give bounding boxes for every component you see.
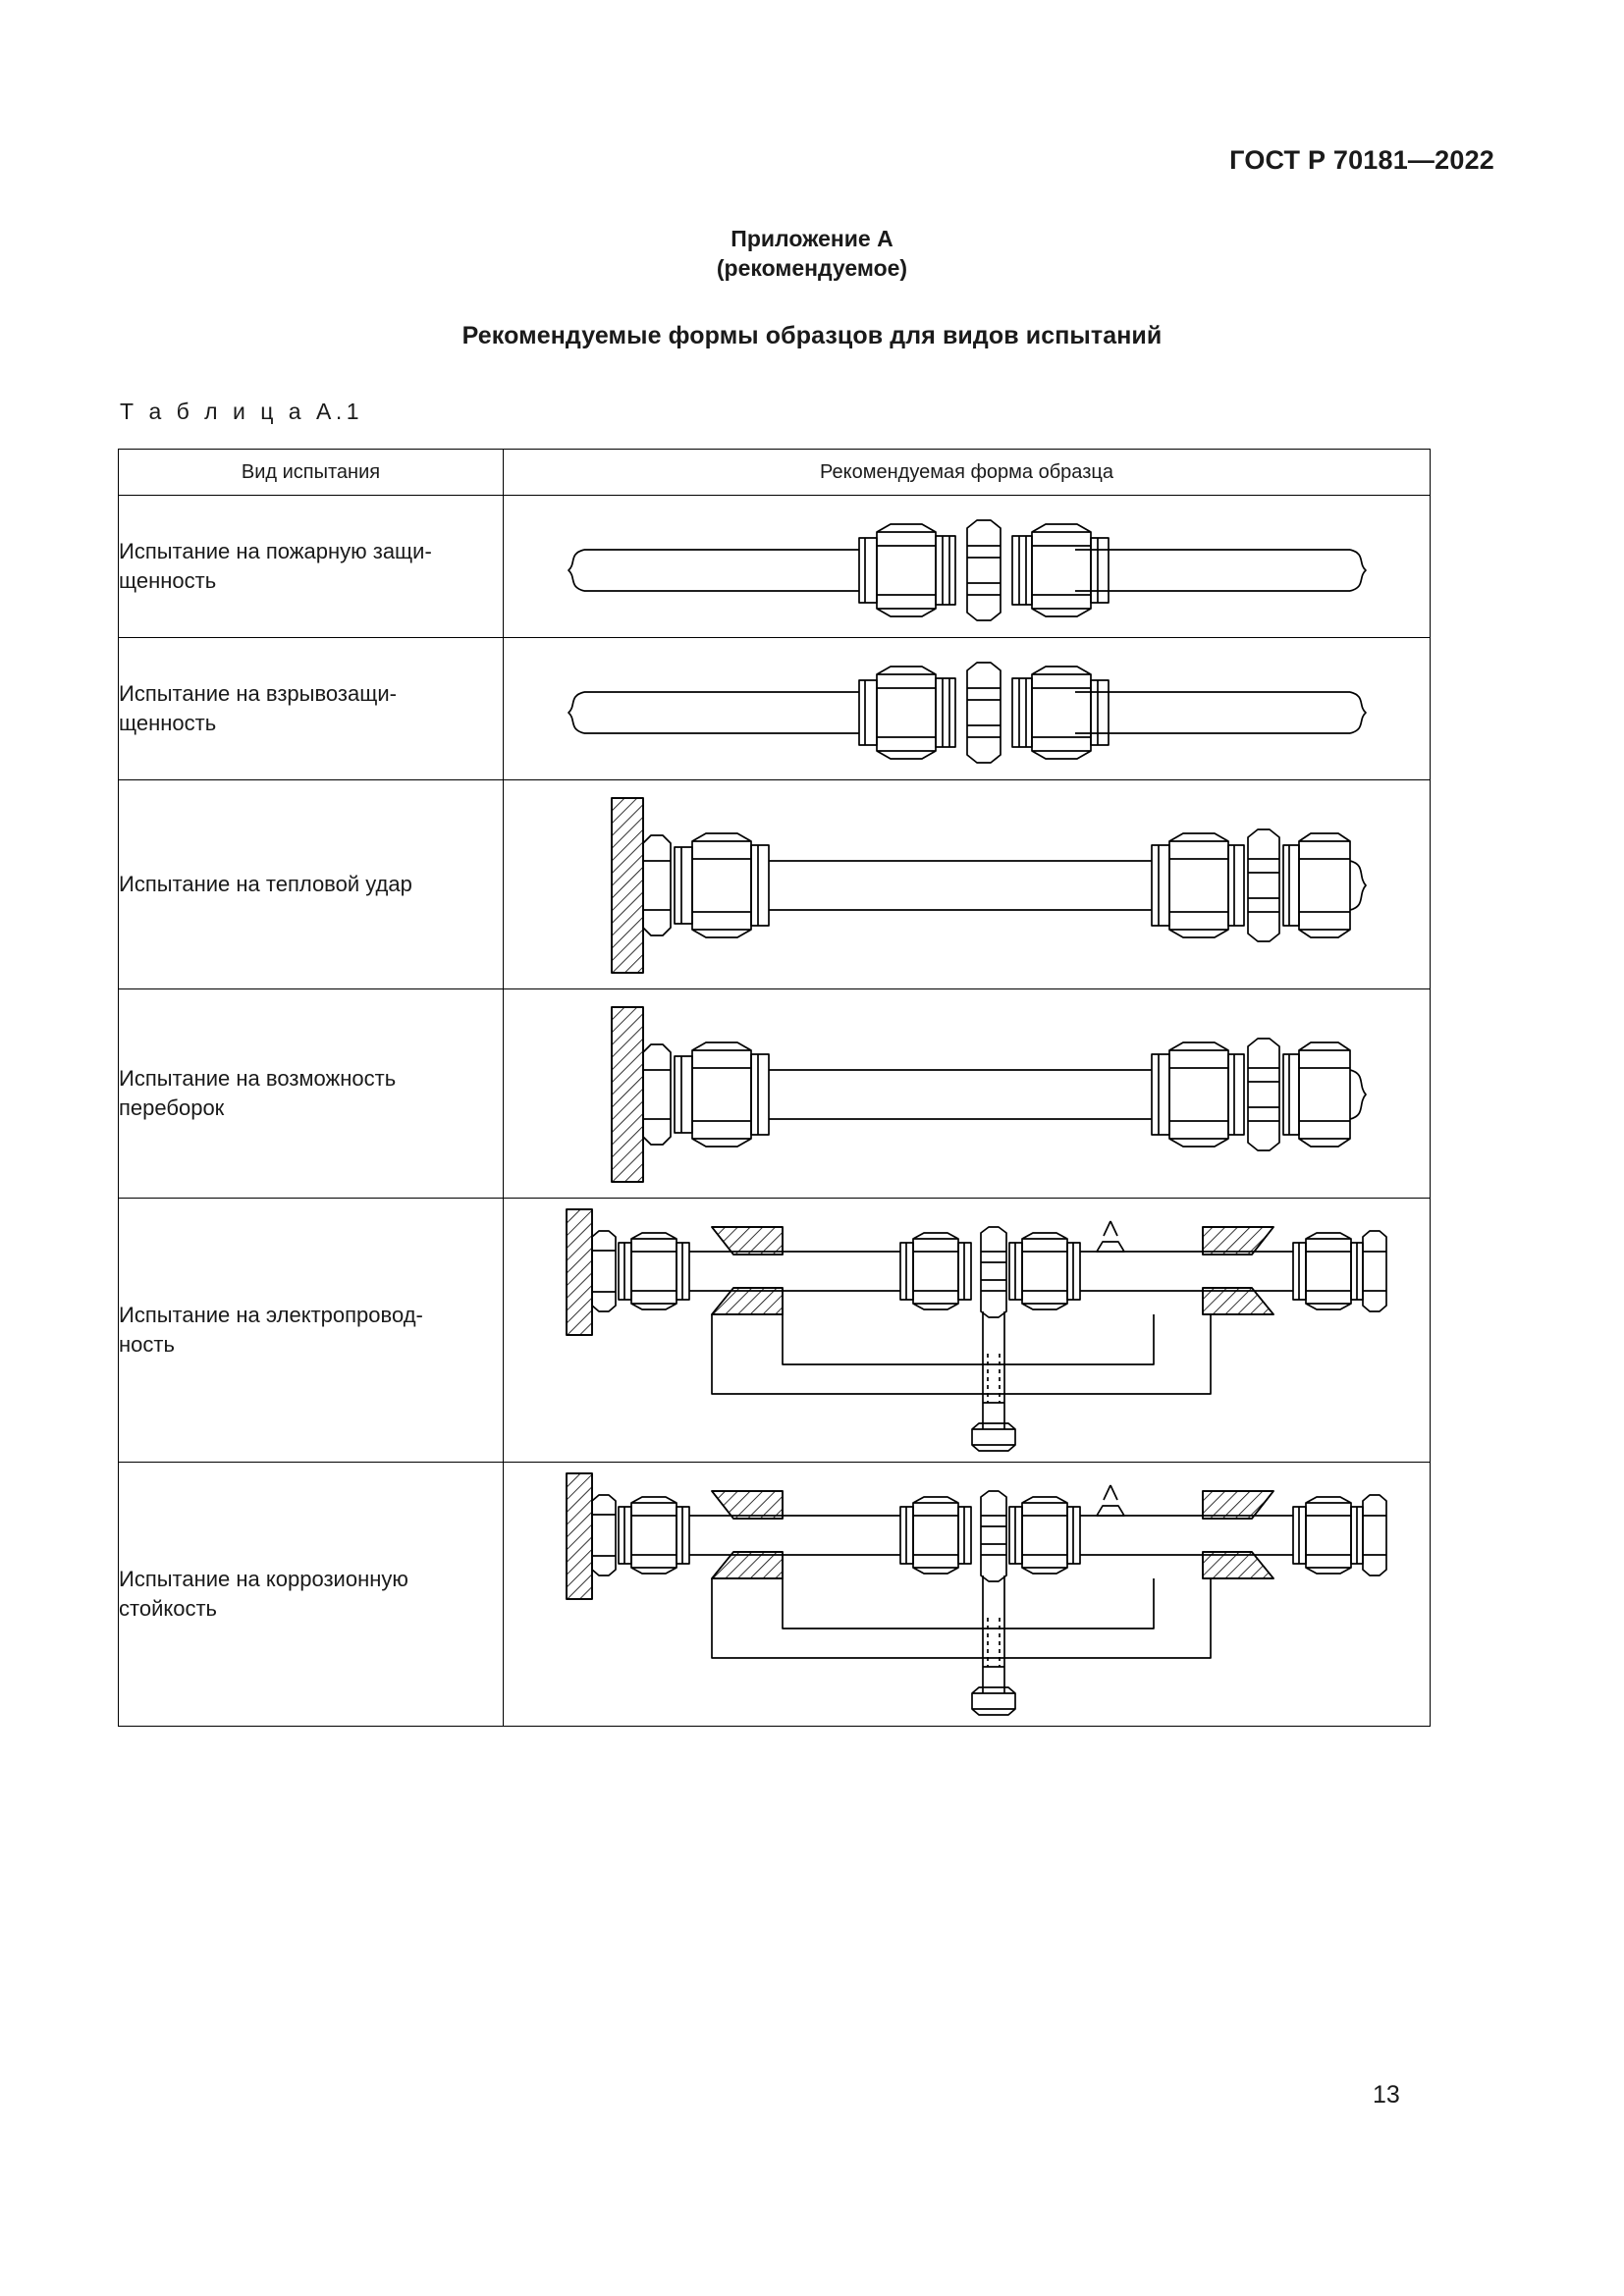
test-kind-cell: Испытание на возможность переборок	[118, 988, 504, 1199]
test-kind-line: щенность	[119, 568, 217, 593]
table-row: Испытание на возможность переборок	[118, 988, 1431, 1199]
clamped-assembly-ground-bolt-diagram	[565, 1472, 1387, 1716]
inline-coupling-diagram	[567, 519, 1367, 621]
table-header-row: Вид испытания Рекомендуемая форма образц…	[118, 449, 1431, 496]
sample-form-cell	[503, 495, 1431, 638]
sample-form-cell	[503, 779, 1431, 989]
test-kind-line: Испытание на пожарную защи-	[119, 539, 432, 563]
running-head: ГОСТ Р 70181—2022	[1229, 145, 1494, 175]
test-kind-line: Испытание на коррозионную	[119, 1567, 408, 1591]
sample-form-cell	[503, 637, 1431, 780]
test-form-table: Вид испытания Рекомендуемая форма образц…	[118, 449, 1431, 1727]
annex-subtitle: (рекомендуемое)	[716, 255, 908, 281]
table-caption: Т а б л и ц а А.1	[120, 399, 364, 424]
page-number: 13	[1373, 2081, 1400, 2109]
clamped-assembly-ground-bolt-diagram	[565, 1208, 1387, 1452]
table-row: Испытание на тепловой удар	[118, 779, 1431, 989]
test-kind-cell: Испытание на тепловой удар	[118, 779, 504, 989]
sample-form-cell	[503, 1198, 1431, 1463]
test-kind-line: Испытание на возможность	[119, 1066, 397, 1091]
sample-form-cell	[503, 988, 1431, 1199]
test-kind-line: Испытание на тепловой удар	[119, 872, 412, 896]
table-row: Испытание на взрывозащи- щенность	[118, 637, 1431, 780]
test-kind-line: ность	[119, 1332, 175, 1357]
test-kind-line: переборок	[119, 1095, 225, 1120]
inline-coupling-diagram	[567, 662, 1367, 764]
column-header-form: Рекомендуемая форма образца	[503, 449, 1431, 496]
test-kind-line: Испытание на взрывозащи-	[119, 681, 397, 706]
test-kind-cell: Испытание на коррозионную стойкость	[118, 1462, 504, 1727]
column-header-kind: Вид испытания	[118, 449, 504, 496]
bulkhead-tube-assembly-diagram	[610, 796, 1367, 974]
table-row: Испытание на коррозионную стойкость	[118, 1462, 1431, 1727]
sample-form-cell	[503, 1462, 1431, 1727]
test-kind-cell: Испытание на электропровод- ность	[118, 1198, 504, 1463]
test-kind-cell: Испытание на взрывозащи- щенность	[118, 637, 504, 780]
test-kind-cell: Испытание на пожарную защи- щенность	[118, 495, 504, 638]
test-kind-line: щенность	[119, 711, 217, 735]
section-title: Рекомендуемые формы образцов для видов и…	[461, 322, 1163, 349]
bulkhead-tube-assembly-diagram	[610, 1005, 1367, 1183]
annex-title: Приложение А	[731, 226, 893, 251]
table-row: Испытание на электропровод- ность	[118, 1198, 1431, 1463]
table-row: Испытание на пожарную защи- щенность	[118, 495, 1431, 638]
test-kind-line: стойкость	[119, 1596, 217, 1621]
test-kind-line: Испытание на электропровод-	[119, 1303, 423, 1327]
annex-heading-block: Приложение А (рекомендуемое)	[0, 224, 1624, 283]
